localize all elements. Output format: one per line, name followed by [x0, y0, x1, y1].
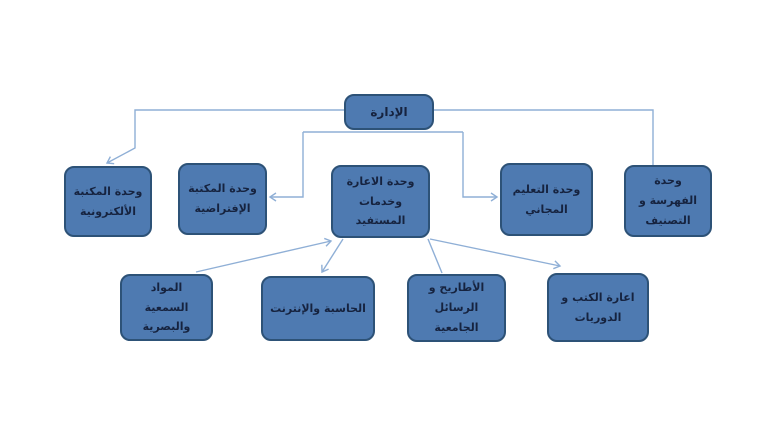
node-indexing-classification-unit-label: وحدة الفهرسة و التصنيف — [638, 174, 698, 227]
node-books-periodicals-lending-label: اعارة الكتب و الدوريات — [561, 290, 635, 324]
node-theses-dissertations-label: الأطاريح و الرسائل الجامعية — [428, 281, 485, 334]
node-books-periodicals-lending: اعارة الكتب و الدوريات — [547, 273, 649, 342]
connector-admin-electronic-library — [105, 109, 344, 165]
connector-lending-computer-internet — [321, 238, 344, 274]
node-virtual-library-unit: وحدة المكتبة الإفتراضية — [178, 163, 267, 235]
node-indexing-classification-unit: وحدة الفهرسة و التصنيف — [624, 165, 712, 237]
node-lending-user-services-unit: وحدة الاعارة وخدمات المستفيد — [331, 165, 430, 238]
node-audio-visual-materials-label: المواد السمعية والبصرية — [142, 280, 191, 334]
node-administration: الإدارة — [344, 94, 434, 130]
connector-admin-indexing-classification — [432, 109, 654, 165]
node-electronic-library-unit-label: وحدة المكتبة الألكترونية — [73, 184, 143, 218]
connector-admin-free-education — [462, 132, 499, 202]
node-electronic-library-unit: وحدة المكتبة الألكترونية — [64, 166, 152, 237]
node-audio-visual-materials: المواد السمعية والبصرية — [120, 274, 213, 341]
node-theses-dissertations: الأطاريح و الرسائل الجامعية — [407, 274, 506, 342]
node-virtual-library-unit-label: وحدة المكتبة الإفتراضية — [188, 182, 257, 215]
node-free-education-unit: وحدة التعليم المجاني — [500, 163, 593, 236]
connector-lending-theses — [427, 238, 443, 274]
node-free-education-unit-label: وحدة التعليم المجاني — [512, 182, 581, 216]
node-computer-internet-label: الحاسبة والإنترنت — [270, 301, 366, 315]
connector-admin-virtual-library — [268, 132, 304, 202]
node-lending-user-services-unit-label: وحدة الاعارة وخدمات المستفيد — [346, 174, 415, 228]
node-administration-label: الإدارة — [370, 104, 408, 119]
connector-lending-books-periodicals — [429, 238, 562, 270]
node-computer-internet: الحاسبة والإنترنت — [261, 276, 375, 341]
connector-audio-visual-lending — [195, 237, 333, 273]
